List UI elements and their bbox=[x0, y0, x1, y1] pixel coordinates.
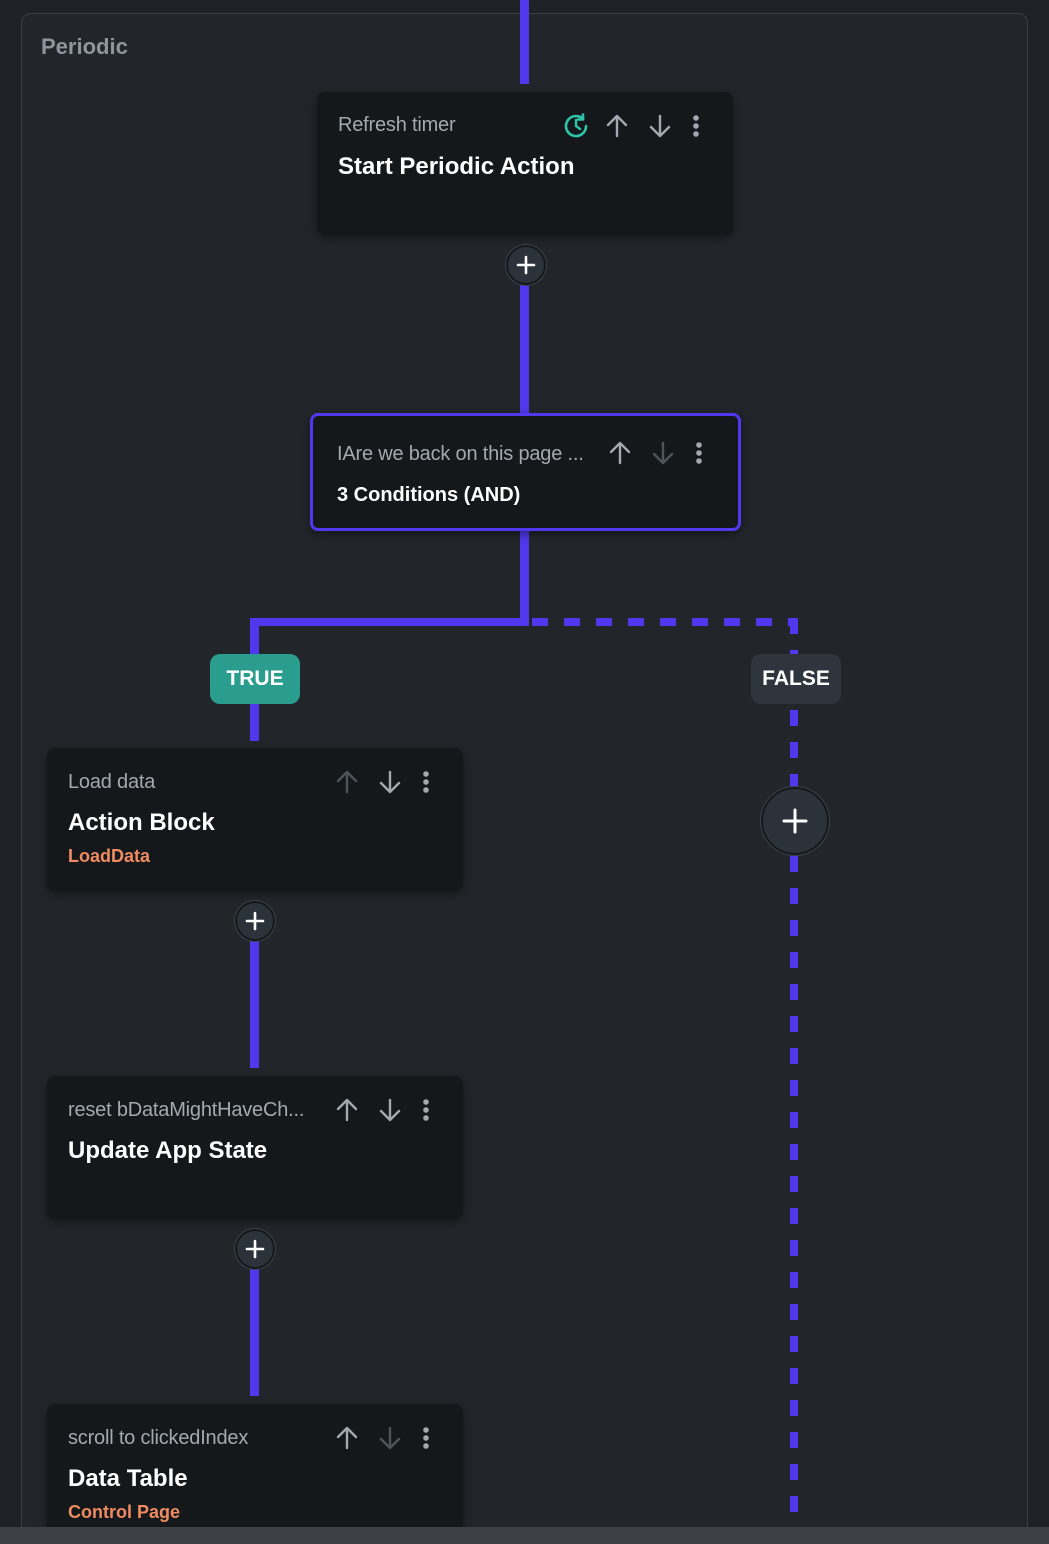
node-link[interactable]: Control Page bbox=[68, 1502, 181, 1522]
node-title: Update App State bbox=[68, 1137, 268, 1164]
horizontal-scrollbar[interactable] bbox=[0, 1527, 1049, 1544]
node-title: Data Table bbox=[68, 1465, 188, 1492]
node-subtitle: IAre we back on this page ... bbox=[337, 443, 584, 465]
true-branch-badge: TRUE bbox=[210, 654, 300, 704]
wire-top bbox=[520, 0, 529, 84]
add-action-button[interactable] bbox=[235, 901, 275, 941]
plus-icon bbox=[516, 255, 536, 275]
node-data-table[interactable]: scroll to clickedIndex Data Table Contro… bbox=[47, 1404, 463, 1544]
more-vertical-icon[interactable] bbox=[411, 1423, 441, 1453]
node-subtitle: Load data bbox=[68, 771, 156, 793]
wire-update-to-table bbox=[250, 1268, 259, 1396]
node-title: Start Periodic Action bbox=[338, 153, 575, 180]
wire-false-drop bbox=[790, 618, 798, 656]
more-vertical-icon[interactable] bbox=[684, 438, 714, 468]
node-update-app-state[interactable]: reset bDataMightHaveCh... Update App Sta… bbox=[47, 1076, 463, 1219]
node-title: Action Block bbox=[68, 809, 215, 836]
node-subtitle: scroll to clickedIndex bbox=[68, 1427, 249, 1449]
more-vertical-icon[interactable] bbox=[411, 767, 441, 797]
wire-false-horizontal bbox=[532, 618, 794, 626]
add-action-button[interactable] bbox=[506, 245, 546, 285]
move-down-icon[interactable] bbox=[375, 767, 405, 797]
wire-timer-to-condition bbox=[520, 285, 529, 414]
plus-icon bbox=[245, 911, 265, 931]
move-down-icon[interactable] bbox=[648, 438, 678, 468]
move-up-icon[interactable] bbox=[602, 111, 632, 141]
move-down-icon[interactable] bbox=[375, 1423, 405, 1453]
wire-true-horizontal bbox=[250, 618, 529, 626]
wire-true-to-load bbox=[250, 703, 259, 741]
move-up-icon[interactable] bbox=[332, 767, 362, 797]
plus-icon bbox=[245, 1239, 265, 1259]
move-up-icon[interactable] bbox=[605, 438, 635, 468]
add-false-action-button[interactable] bbox=[761, 787, 829, 855]
move-up-icon[interactable] bbox=[332, 1423, 362, 1453]
wire-false-continue bbox=[790, 856, 798, 1526]
node-link[interactable]: LoadData bbox=[68, 846, 151, 866]
node-action-block[interactable]: Load data Action Block LoadData bbox=[47, 748, 463, 891]
node-title: 3 Conditions (AND) bbox=[337, 484, 521, 506]
node-start-periodic-action[interactable]: Refresh timer Start Periodic Action bbox=[317, 92, 733, 235]
move-up-icon[interactable] bbox=[332, 1095, 362, 1125]
wire-true-drop bbox=[250, 618, 259, 658]
wire-condition-down bbox=[520, 530, 529, 626]
move-down-icon[interactable] bbox=[375, 1095, 405, 1125]
move-down-icon[interactable] bbox=[645, 111, 675, 141]
more-vertical-icon[interactable] bbox=[681, 111, 711, 141]
node-condition[interactable]: IAre we back on this page ... 3 Conditio… bbox=[310, 413, 741, 531]
node-subtitle: Refresh timer bbox=[338, 114, 456, 136]
false-branch-badge: FALSE bbox=[751, 654, 841, 704]
wire-false-to-add bbox=[790, 710, 798, 790]
panel-title: Periodic bbox=[41, 34, 128, 59]
node-subtitle: reset bDataMightHaveCh... bbox=[68, 1099, 305, 1121]
timer-refresh-icon[interactable] bbox=[561, 111, 591, 141]
more-vertical-icon[interactable] bbox=[411, 1095, 441, 1125]
add-action-button[interactable] bbox=[235, 1229, 275, 1269]
plus-icon bbox=[782, 808, 808, 834]
wire-load-to-update bbox=[250, 940, 259, 1068]
